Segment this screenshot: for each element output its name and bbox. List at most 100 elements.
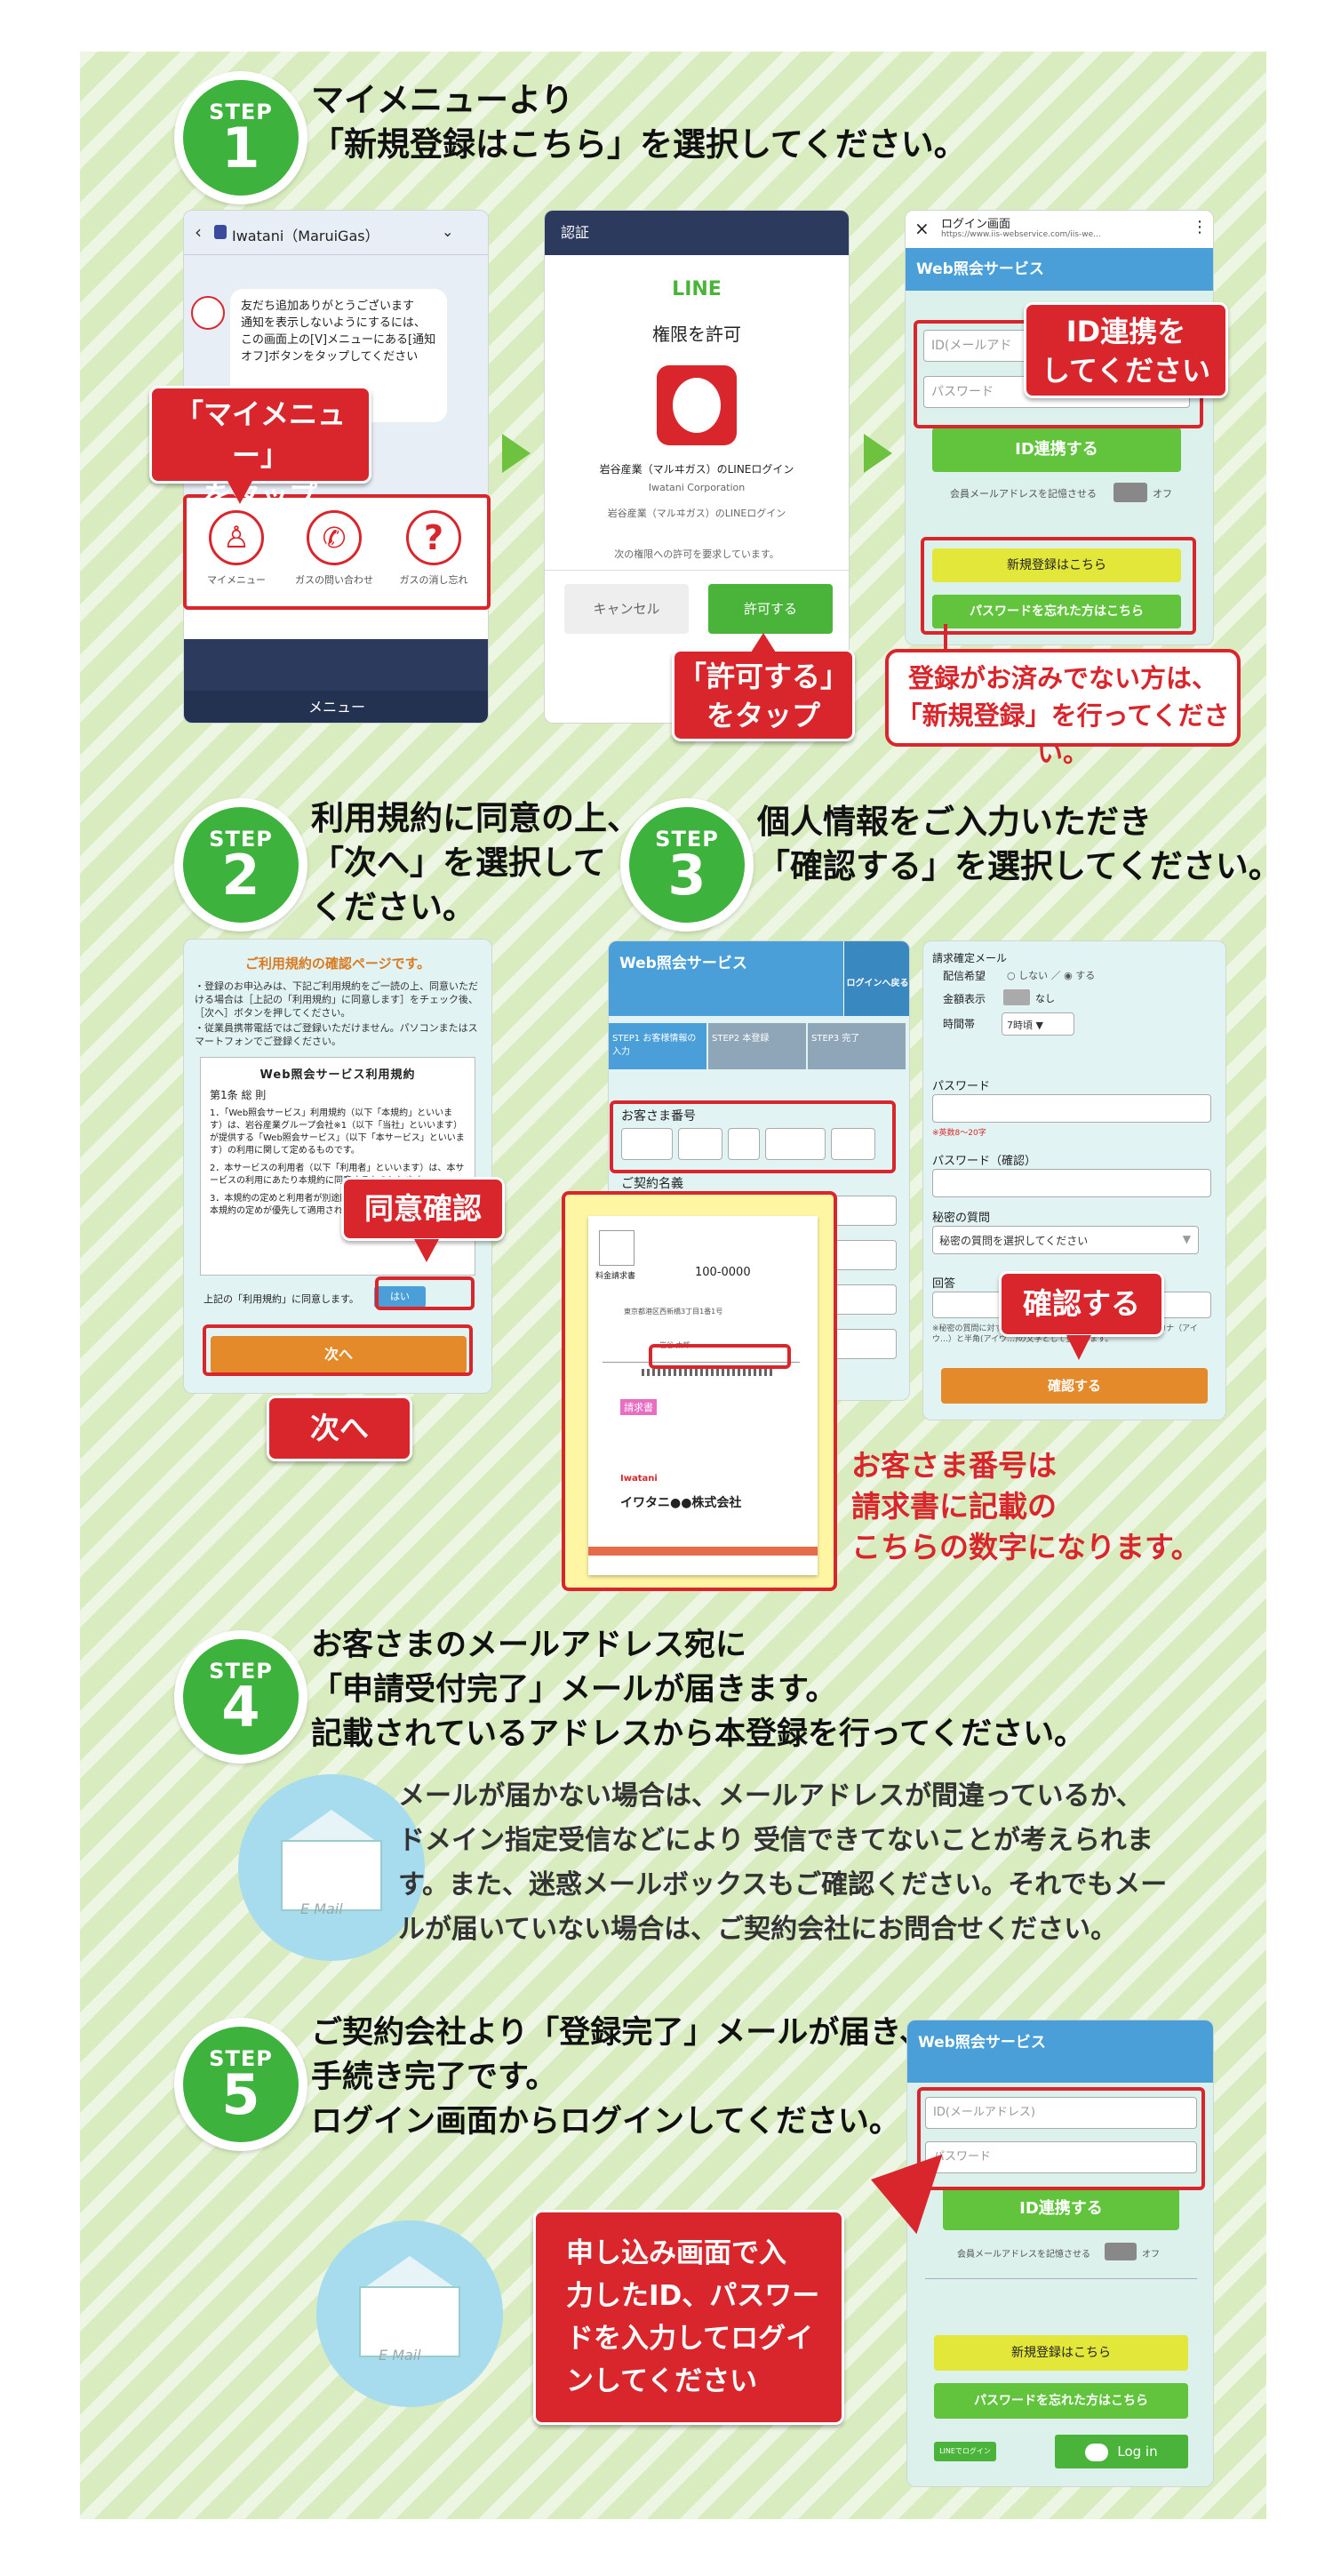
new-registration-button[interactable]: 新規登録はこちら: [932, 548, 1181, 582]
logout-button[interactable]: ログインへ戻る: [843, 941, 909, 1016]
step5-title: ご契約会社より「登録完了」メールが届き、手続き完了です。ログイン画面からログイン…: [311, 2015, 930, 2140]
new-registration-button[interactable]: 新規登録はこちら: [934, 2335, 1188, 2371]
step1-title: マイメニューより「新規登録はこちら」を選択してください。: [311, 81, 967, 164]
invoice-panel: 料金請求書 100-0000 東京都港区西新橋3丁目1番1号 岩谷 太郎 請求書…: [562, 1191, 837, 1591]
agree-highlight: [375, 1276, 475, 1310]
amount-toggle[interactable]: [1003, 989, 1030, 1005]
callout-pointer: [227, 481, 252, 504]
password-input[interactable]: [932, 1094, 1211, 1123]
step4-title: お客さまのメールアドレス宛に「申請受付完了」メールが届きます。記載されているアド…: [311, 1628, 1086, 1752]
terms-title: Web照会サービス利用規約: [259, 1068, 416, 1082]
permission-request: 次の権限への許可を要求しています。: [614, 548, 779, 560]
arrow-right-icon: [502, 434, 531, 473]
next-highlight: [203, 1324, 473, 1376]
cancel-button[interactable]: キャンセル: [564, 584, 689, 634]
article-heading: 第1条 総 則: [210, 1089, 267, 1101]
pointer-line: [944, 624, 947, 667]
chat-title: Iwatani（MaruiGas）: [232, 228, 379, 244]
amount-value: なし: [1035, 993, 1055, 1004]
email-icon: E Mail: [238, 1774, 425, 1961]
invoice-paper: 料金請求書 100-0000 東京都港区西新橋3丁目1番1号 岩谷 太郎 請求書…: [588, 1216, 818, 1575]
toggle-state: オフ: [1142, 2250, 1160, 2260]
delivery-radio[interactable]: ○ しない ／ ◉ する: [1007, 970, 1096, 981]
password-input[interactable]: パスワード: [925, 2141, 1197, 2173]
gas-forgot-button[interactable]: ? ガスの消し忘れ: [386, 503, 482, 603]
close-icon[interactable]: ×: [914, 218, 930, 239]
permission-screen: 認証 LINE 権限を許可 岩谷産業（マルヰガス）のLINEログイン Iwata…: [544, 210, 850, 724]
menu-highlight: [183, 494, 491, 610]
forgot-password-button[interactable]: パスワードを忘れた方はこちら: [932, 595, 1181, 628]
secret-question-label: 秘密の質問: [932, 1212, 991, 1225]
remember-label: 会員メールアドレスを記憶させる: [957, 2250, 1090, 2260]
delivery-label: 配信希望: [943, 970, 986, 982]
corp-name: Iwatani Corporation: [648, 482, 746, 493]
line-logo: LINE: [672, 278, 722, 300]
id-link-button[interactable]: ID連携する: [932, 428, 1181, 472]
toggle-state: オフ: [1153, 488, 1172, 500]
answer-label: 回答: [932, 1277, 956, 1291]
forgot-password-button[interactable]: パスワードを忘れた方はこちら: [934, 2383, 1188, 2419]
allow-button[interactable]: 許可する: [708, 584, 833, 634]
line-login-button[interactable]: Log in: [1055, 2435, 1188, 2468]
invoice-address: 東京都港区西新橋3丁目1番1号: [624, 1308, 723, 1316]
customer-number-input-3[interactable]: [728, 1128, 760, 1160]
customer-number-input-1[interactable]: [621, 1128, 673, 1160]
confirm-callout: 確認する: [999, 1271, 1164, 1337]
id-input[interactable]: ID(メールアドレス): [925, 2097, 1197, 2129]
menu-bar[interactable]: メニュー: [184, 691, 488, 723]
invoice-number-row: [642, 1369, 775, 1376]
email-icon: E Mail: [316, 2220, 503, 2407]
terms-screen: ご利用規約の確認ページです。 ・登録のお申込みは、下記ご利用規約をご一読の上、同…: [183, 939, 492, 1394]
gas-inquiry-button[interactable]: ✆ ガスの問い合わせ: [288, 503, 380, 603]
agree-toggle[interactable]: はい: [374, 1286, 426, 1308]
remember-toggle[interactable]: [1105, 2243, 1137, 2260]
invoice-postal: 100-0000: [695, 1266, 751, 1279]
back-icon[interactable]: ‹: [195, 221, 202, 243]
menu-label: ガスの消し忘れ: [399, 574, 468, 586]
terms-page-title: ご利用規約の確認ページです。: [244, 956, 431, 972]
chevron-down-icon[interactable]: ⌄: [442, 223, 454, 240]
customer-number-input-5[interactable]: [831, 1128, 875, 1160]
menu-label: マイメニュー: [207, 574, 266, 586]
customer-number-input-4[interactable]: [765, 1128, 826, 1160]
id-link-button[interactable]: ID連携する: [943, 2188, 1179, 2230]
registration-note: 登録がお済みでない方は、「新規登録」を行ってください。: [885, 649, 1241, 768]
secret-question-select[interactable]: 秘密の質問を選択してください▼: [932, 1226, 1199, 1254]
iwatani-logo: Iwatani: [620, 1474, 658, 1484]
tab-title: ログイン画面: [941, 218, 1011, 231]
service-title: Web照会サービス: [906, 248, 1213, 291]
more-icon[interactable]: ⋮: [1192, 218, 1208, 236]
mail-label: 請求確定メール: [932, 952, 1008, 964]
remember-toggle[interactable]: [1113, 483, 1147, 502]
email-instructions: メールが届かない場合は、メールアドレスが間違っているか、ドメイン指定受信などによ…: [398, 1780, 1168, 1945]
password-note: ※英数8～20字: [932, 1129, 986, 1138]
terms-clause: 1．「Web照会サービス」利用規約（以下「本規約」といいます）は、岩谷産業グルー…: [210, 1108, 465, 1156]
line-login-small[interactable]: LINEでログイン: [934, 2442, 996, 2461]
callout-pointer: [751, 633, 776, 652]
confirm-button[interactable]: 確認する: [941, 1368, 1208, 1404]
next-button[interactable]: 次へ: [211, 1336, 467, 1373]
credentials-highlight: [917, 2087, 1205, 2190]
app-name-2: 岩谷産業（マルヰガス）のLINEログイン: [607, 508, 786, 519]
invoice-stamp: 請求書: [620, 1399, 657, 1415]
customer-number-input-2[interactable]: [678, 1128, 722, 1160]
registration-highlight: [921, 537, 1196, 635]
remember-label: 会員メールアドレスを記憶させる: [950, 488, 1097, 500]
avatar: [191, 296, 225, 330]
password-confirm-input[interactable]: [932, 1169, 1211, 1197]
phone-icon: ✆: [307, 510, 362, 565]
step3-title: 個人情報をご入力いただき「確認する」を選択してください。: [757, 803, 1281, 885]
service-title: Web照会サービス: [907, 2020, 1213, 2083]
app-logo: [657, 365, 737, 445]
line-chat-screen: ‹ Iwatani（MaruiGas） ⌄ 友だち追加ありがとうございます 通知…: [183, 210, 489, 724]
invoice-number-highlight: [649, 1344, 791, 1369]
progress-step-2: STEP2 本登録: [708, 1023, 806, 1069]
time-select[interactable]: 7時頃 ▼: [1002, 1012, 1074, 1036]
my-menu-callout: 「マイメニュー」 をタップ: [149, 386, 371, 513]
my-menu-button[interactable]: ♙ マイメニュー: [190, 503, 283, 603]
agree-callout: 同意確認: [341, 1177, 505, 1241]
customer-number-note: お客さま番号は請求書に記載のこちらの数字になります。: [851, 1448, 1201, 1564]
